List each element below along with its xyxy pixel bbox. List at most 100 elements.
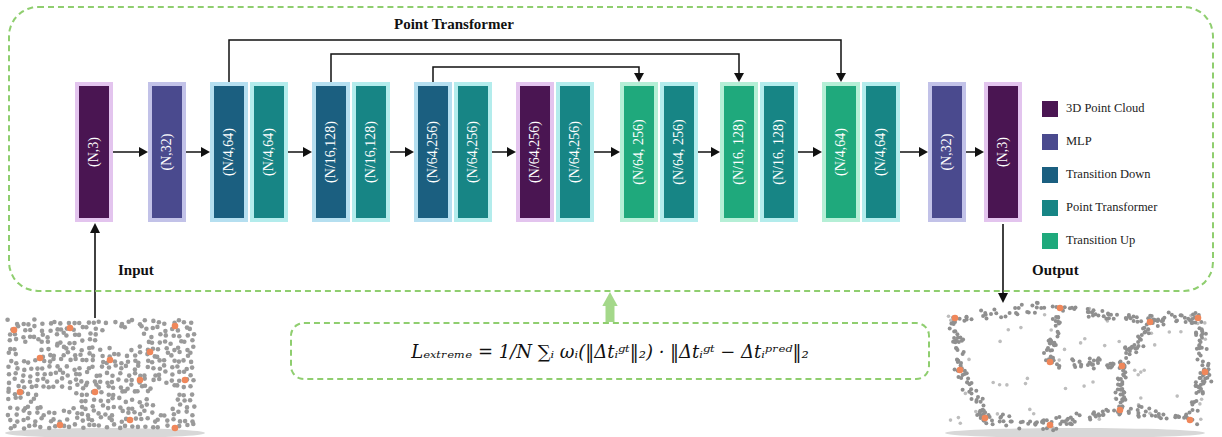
legend-swatch bbox=[1042, 134, 1058, 150]
connector bbox=[900, 147, 928, 157]
legend-text: Transition Up bbox=[1066, 233, 1135, 248]
tensor-shape: (N,32) bbox=[939, 134, 955, 171]
io-label: Output bbox=[1032, 262, 1079, 278]
tensor-shape: (N/64, 256) bbox=[671, 119, 687, 184]
arrowhead bbox=[139, 147, 148, 157]
connector bbox=[594, 147, 620, 157]
arrowhead bbox=[919, 147, 928, 157]
point-transformer-block: (N/16, 128) bbox=[760, 82, 798, 222]
connector bbox=[113, 147, 148, 157]
loss-formula-box: Lₑₓₜᵣₑₘₑ = 1/N ∑ᵢ ωᵢ(‖Δtᵢᵍᵗ‖₂) · ‖Δtᵢᵍᵗ … bbox=[290, 322, 930, 380]
point-transformer-block: (N/16,128) bbox=[352, 82, 390, 222]
skip-connection bbox=[433, 67, 639, 82]
diagram-title: Point Transformer bbox=[394, 16, 514, 33]
tensor-shape: (N/64,256) bbox=[465, 121, 481, 183]
feedback-arrow bbox=[606, 304, 615, 322]
transition-up-block: (N/4,64) bbox=[822, 82, 860, 222]
arrowhead bbox=[303, 147, 312, 157]
connector bbox=[390, 147, 414, 157]
point-transformer-block: (N/64,256) bbox=[454, 82, 492, 222]
tensor-shape: (N/16,128) bbox=[323, 121, 339, 183]
shadow bbox=[945, 428, 1205, 437]
tensor-shape: (N,3) bbox=[86, 137, 102, 167]
flow-arrow bbox=[900, 151, 921, 153]
flow-arrow bbox=[594, 151, 613, 153]
input-arrowhead bbox=[90, 223, 100, 233]
network-frame: Point Transformer (N,3) (N,32) (N/4,64) (N/4… bbox=[8, 6, 1214, 292]
flow-arrow bbox=[288, 151, 305, 153]
tensor-shape: (N/4,64) bbox=[261, 128, 277, 176]
point-transformer-block: (N/4,64) bbox=[250, 82, 288, 222]
output-arrowhead bbox=[998, 293, 1008, 303]
arrowhead bbox=[405, 147, 414, 157]
tensor-shape: (N/64,256) bbox=[527, 121, 543, 183]
arrowhead bbox=[734, 73, 744, 82]
point-transformer-block: (N/64,256) bbox=[556, 82, 594, 222]
flow-arrow bbox=[186, 151, 203, 153]
output-point-cloud bbox=[947, 301, 1214, 433]
tensor-shape: (N/16, 128) bbox=[731, 119, 747, 184]
transition-down-block: (N/16,128) bbox=[312, 82, 350, 222]
transition-down-block: (N/4,64) bbox=[210, 82, 248, 222]
connector bbox=[698, 147, 720, 157]
connector bbox=[798, 147, 822, 157]
connector bbox=[186, 147, 210, 157]
flow-arrow bbox=[113, 151, 141, 153]
point-cloud-block: (N/64,256) bbox=[516, 82, 554, 222]
legend-text: 3D Point Cloud bbox=[1066, 101, 1145, 116]
mlp-block: (N,32) bbox=[148, 82, 186, 222]
connector bbox=[229, 40, 846, 82]
arrowhead bbox=[201, 147, 210, 157]
skip-connection bbox=[331, 54, 739, 82]
legend-text: Transition Down bbox=[1066, 167, 1151, 182]
connector bbox=[288, 147, 312, 157]
point-cloud-block: (N,3) bbox=[984, 82, 1022, 222]
tensor-shape: (N/64,256) bbox=[425, 121, 441, 183]
tensor-shape: (N/16, 128) bbox=[771, 119, 787, 184]
tensor-shape: (N/4,64) bbox=[833, 128, 849, 176]
flow-arrow bbox=[492, 151, 509, 153]
legend-swatch bbox=[1042, 200, 1058, 216]
input-point-cloud bbox=[5, 317, 196, 431]
tensor-shape: (N/16,128) bbox=[363, 121, 379, 183]
loss-formula: Lₑₓₜᵣₑₘₑ = 1/N ∑ᵢ ωᵢ(‖Δtᵢᵍᵗ‖₂) · ‖Δtᵢᵍᵗ … bbox=[411, 341, 809, 362]
connector bbox=[331, 54, 744, 82]
connector bbox=[492, 147, 516, 157]
tensor-shape: (N,3) bbox=[995, 137, 1011, 167]
arrowhead bbox=[711, 147, 720, 157]
legend-text: MLP bbox=[1066, 134, 1092, 149]
tensor-shape: (N/64,256) bbox=[567, 121, 583, 183]
flow-arrow bbox=[390, 151, 407, 153]
legend: 3D Point CloudMLP Transition DownPoint Tr… bbox=[1042, 92, 1157, 257]
output-arrow bbox=[1002, 224, 1004, 294]
arrowhead bbox=[507, 147, 516, 157]
transition-up-block: (N/16, 128) bbox=[720, 82, 758, 222]
tensor-shape: (N,32) bbox=[159, 134, 175, 171]
arrowhead bbox=[611, 147, 620, 157]
legend-swatch bbox=[1042, 167, 1058, 183]
connector bbox=[602, 292, 617, 322]
arrowhead bbox=[975, 147, 984, 157]
arrowhead bbox=[602, 292, 617, 306]
point-transformer-block: (N/64, 256) bbox=[660, 82, 698, 222]
skip-connection bbox=[229, 40, 841, 82]
point-transformer-block: (N/4,64) bbox=[862, 82, 900, 222]
tensor-shape: (N/4,64) bbox=[873, 128, 889, 176]
flow-arrow bbox=[798, 151, 815, 153]
legend-text: Point Transformer bbox=[1066, 200, 1157, 215]
transition-down-block: (N/64,256) bbox=[414, 82, 452, 222]
legend-swatch bbox=[1042, 101, 1058, 117]
point-cloud-block: (N,3) bbox=[75, 82, 113, 222]
transition-up-block: (N/64, 256) bbox=[620, 82, 658, 222]
legend-swatch bbox=[1042, 233, 1058, 249]
arrowhead bbox=[813, 147, 822, 157]
io-label: Input bbox=[118, 262, 154, 278]
connector bbox=[966, 147, 984, 157]
tensor-shape: (N/64, 256) bbox=[631, 119, 647, 184]
input-arrow bbox=[94, 232, 96, 318]
connector bbox=[433, 67, 644, 82]
tensor-shape: (N/4,64) bbox=[221, 128, 237, 176]
flow-arrow bbox=[698, 151, 713, 153]
arrowhead bbox=[634, 73, 644, 82]
arrowhead bbox=[836, 73, 846, 82]
